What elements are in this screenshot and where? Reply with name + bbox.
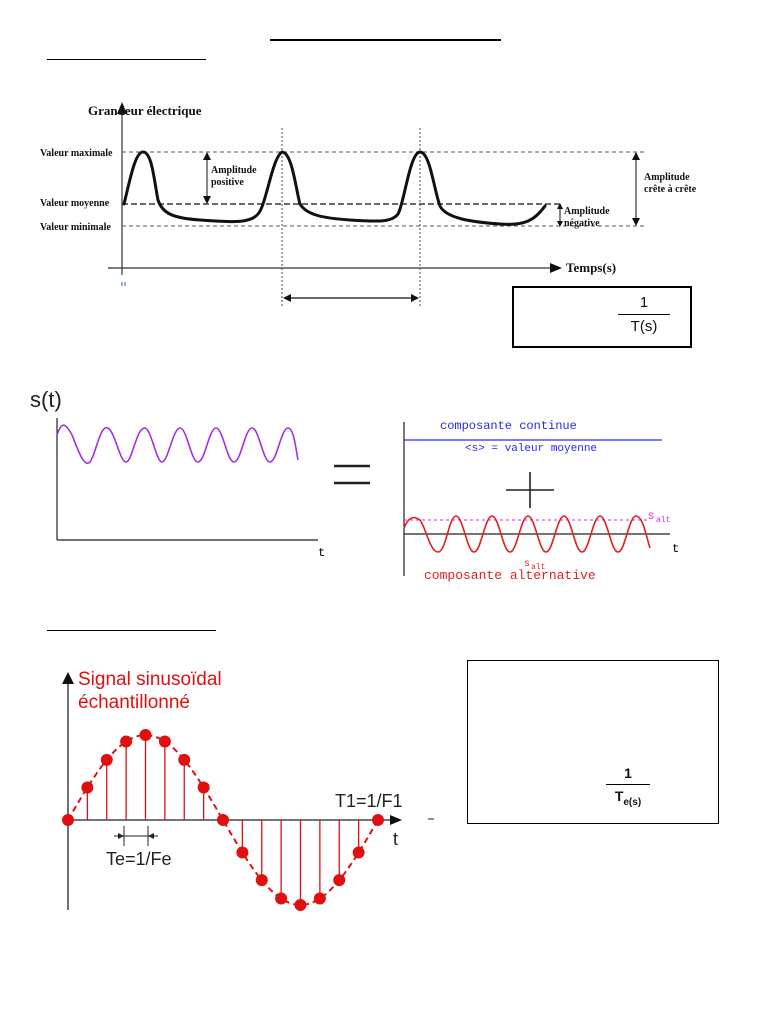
s-alt-lower: s xyxy=(524,559,530,570)
sampling-denominator-sub: e(s) xyxy=(623,796,642,808)
label-mean: Valeur moyenne xyxy=(40,198,110,209)
alt-label: composante alternative xyxy=(424,568,596,583)
sample-dot xyxy=(217,814,229,826)
chart3-sampled: Signal sinusoïdal échantillonné t T1=1/F… xyxy=(62,669,434,911)
sample-dot xyxy=(197,781,210,794)
continue-label: composante continue xyxy=(440,419,577,433)
sampling-formula-box: 1 Te(s) xyxy=(467,660,719,824)
s-alt-upper: S xyxy=(648,512,654,523)
chart3-title2: échantillonné xyxy=(78,692,190,713)
signal-purple xyxy=(56,424,299,464)
sample-dot xyxy=(294,899,307,911)
section1-underline xyxy=(47,59,206,60)
frac-numerator: 1 xyxy=(639,294,649,311)
chart2-decomposition: s(t) t t composante continue <s> = valeu… xyxy=(30,387,679,583)
sample-dot xyxy=(178,753,191,766)
sample-dot xyxy=(313,892,326,905)
s-alt-upper-sub: alt xyxy=(656,516,670,525)
title-underline xyxy=(270,39,501,41)
sample-dot xyxy=(158,735,171,748)
chart1-x-arrow xyxy=(550,263,562,273)
sample-dot xyxy=(275,892,288,905)
s-alt-lower-sub: alt xyxy=(531,563,545,572)
chart1-y-arrow xyxy=(117,102,127,114)
frequency-fraction: 1 T(s) xyxy=(618,294,670,335)
chart1-waveform: Valeur maximale Valeur moyenne Valeur mi… xyxy=(40,102,697,308)
chart1-signal xyxy=(122,150,547,226)
frac-denominator: T(s) xyxy=(630,318,658,335)
sample-dot xyxy=(236,846,249,859)
sample-dot xyxy=(255,874,268,887)
sample-points xyxy=(62,729,384,911)
chart3-t-label: t xyxy=(393,829,398,849)
section2-underline xyxy=(47,630,216,631)
signal-red xyxy=(403,515,651,553)
neg-amp-label2: négative xyxy=(564,218,600,229)
mean-label: <s> = valeur moyenne xyxy=(465,443,597,455)
sampling-numerator: 1 xyxy=(624,765,632,781)
chart1-xlabel: Temps(s) xyxy=(566,260,616,275)
t-label-left: t xyxy=(318,546,325,560)
label-max: Valeur maximale xyxy=(40,148,113,159)
sample-dot xyxy=(139,729,152,741)
pos-amp-label2: positive xyxy=(211,177,244,188)
label-min: Valeur minimale xyxy=(40,222,111,233)
frequency-formula-box: 1 T(s) xyxy=(512,286,692,348)
sampling-denominator: T xyxy=(614,788,624,804)
sample-dot xyxy=(62,814,74,826)
neg-amp-label1: Amplitude xyxy=(564,206,610,217)
s-t-label: s(t) xyxy=(30,387,62,412)
p2p-label2: crête à crête xyxy=(644,184,697,195)
pos-amp-label1: Amplitude xyxy=(211,165,257,176)
sampled-curve xyxy=(67,733,379,907)
sampling-fraction: 1 Te(s) xyxy=(606,765,650,808)
sample-dot xyxy=(352,846,365,859)
sample-dot xyxy=(372,814,384,826)
sample-dot xyxy=(120,735,133,748)
p2p-label1: Amplitude xyxy=(644,172,690,183)
sample-label: Te=1/Fe xyxy=(106,849,172,869)
sample-dot xyxy=(100,753,113,766)
chart1-ylabel: Grandeur électrique xyxy=(88,103,202,118)
t-label-right: t xyxy=(672,542,679,556)
period-label: T1=1/F1 xyxy=(335,791,403,811)
chart3-title1: Signal sinusoïdal xyxy=(78,669,222,690)
sample-dot xyxy=(333,874,346,887)
sample-dot xyxy=(81,781,94,794)
